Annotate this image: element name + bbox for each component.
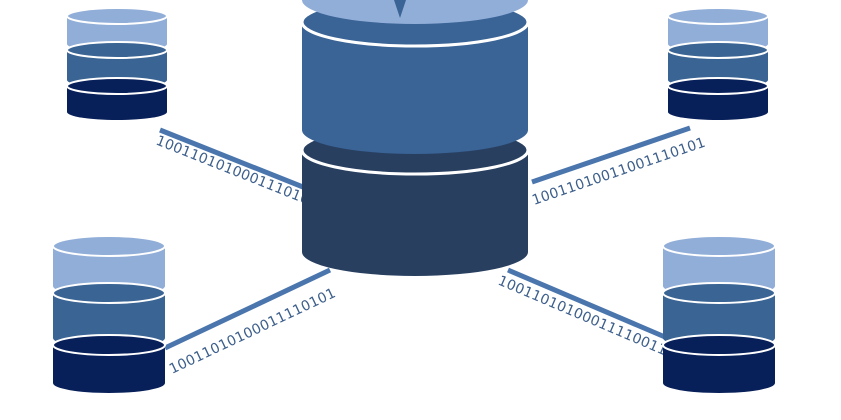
hub-cap-notch [394,0,406,18]
database-top-right-tier-2-rim [667,41,769,59]
database-top-right-tier-3-rim [667,77,769,95]
bits-bottom-left: 10011010100011110101 [167,285,339,377]
database-bottom-right-tier-3-rim [662,334,776,356]
database-top-left-tier-2-rim [66,41,168,59]
satellite-databases [52,7,776,393]
connector-top-right [531,125,691,185]
connector-bottom-left [163,267,332,351]
database-bottom-right [662,235,776,393]
database-top-left [66,7,168,120]
database-bottom-left-tier-1-rim [52,235,166,257]
hub-top-cap [302,0,528,24]
central-database [300,0,530,276]
database-top-left-tier-3-rim [66,77,168,95]
bits-bottom-right: 10011010100011110011 [495,273,669,359]
database-bottom-right-tier-2-rim [662,282,776,304]
connector-top-left [159,127,319,196]
database-top-left-tier-1-rim [66,7,168,25]
connector-bottom-right [507,267,666,340]
connectors [159,125,691,351]
database-bottom-right-tier-1-rim [662,235,776,257]
database-top-right-tier-1-rim [667,7,769,25]
database-bottom-left [52,235,166,393]
database-top-right [667,7,769,120]
database-bottom-left-tier-3-rim [52,334,166,356]
database-bottom-left-tier-2-rim [52,282,166,304]
